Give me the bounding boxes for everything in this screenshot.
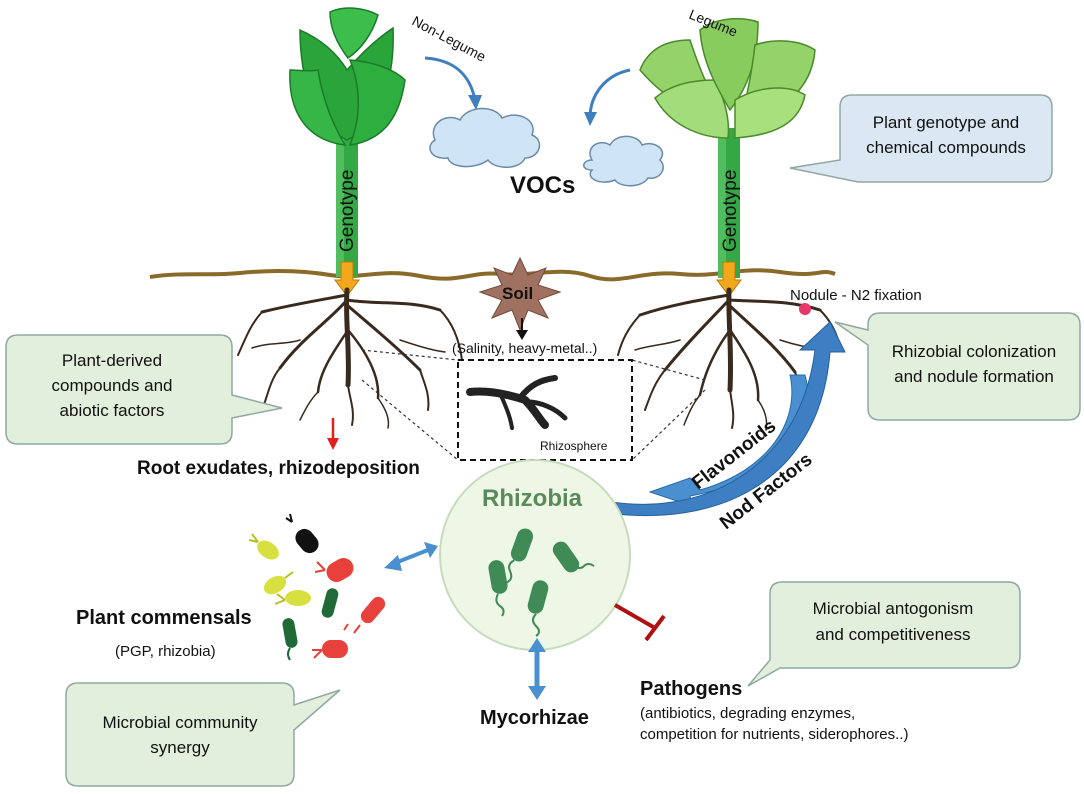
- commensals-rhizobia-arrow: [384, 542, 438, 571]
- callout-microbial-antagonism: Microbial antogonism and competitiveness: [747, 581, 1021, 687]
- soil-factors-label: (Salinity, heavy-metal..): [452, 340, 597, 356]
- callout-community-synergy: Microbial community synergy: [65, 682, 341, 787]
- nodule-dot: [799, 303, 811, 315]
- left-roots: [237, 287, 463, 429]
- voc-cloud-right: [583, 135, 664, 187]
- commensal-bacteria: [248, 513, 386, 661]
- callout-colonization-line1: Rhizobial colonization: [892, 342, 1056, 361]
- voc-cloud-left: [429, 107, 541, 168]
- callout-plant-genotype-line2: chemical compounds: [866, 138, 1026, 157]
- nod-factors-arrow: [599, 321, 846, 516]
- rhizosphere-root-image: [466, 375, 568, 430]
- legume-plant: Genotype: [639, 17, 816, 297]
- callout-rhizobial-colonization: Rhizobial colonization and nodule format…: [834, 312, 1081, 421]
- left-leaf-right: [348, 59, 406, 146]
- root-exudates-label: Root exudates, rhizodeposition: [137, 458, 420, 479]
- nodule-label: Nodule - N2 fixation: [790, 287, 922, 304]
- callout-colonization-line2: and nodule formation: [894, 367, 1054, 386]
- non-legume-label: Non-Legume: [410, 13, 489, 65]
- callout-plant-derived: Plant-derived compounds and abiotic fact…: [5, 334, 283, 445]
- callout-synergy-line1: Microbial community: [103, 713, 258, 732]
- non-legume-plant: Genotype: [289, 7, 406, 297]
- pathogens-sub-2: competition for nutrients, siderophores.…: [640, 726, 908, 743]
- genotype-arrow-left: [334, 261, 360, 297]
- left-leaf-left: [289, 69, 347, 146]
- rhizobia-mycorhizae-arrow: [528, 638, 546, 700]
- left-leaf-top: [329, 7, 379, 60]
- vocs-label: VOCs: [510, 172, 575, 199]
- right-leaf-top: [699, 17, 759, 112]
- right-leaf-front: [734, 87, 806, 139]
- callout-plant-derived-line3: abiotic factors: [60, 401, 165, 420]
- genotype-arrow-right: [716, 261, 742, 297]
- callout-antagonism-line2: and competitiveness: [816, 625, 971, 644]
- rhizobia-label: Rhizobia: [482, 485, 583, 512]
- plant-commensals-label: Plant commensals: [76, 607, 252, 629]
- pathogens-label: Pathogens: [640, 678, 742, 700]
- right-roots: [617, 287, 839, 431]
- callout-antagonism-line1: Microbial antogonism: [813, 599, 974, 618]
- right-leaf-mid: [654, 79, 730, 139]
- callout-plant-derived-line1: Plant-derived: [62, 351, 162, 370]
- pathogen-inhibition-arrow: [614, 603, 666, 642]
- callout-synergy-line2: synergy: [150, 738, 210, 757]
- left-voc-arrow: [424, 56, 477, 101]
- soil-label: Soil: [502, 284, 533, 303]
- pathogens-sub-1: (antibiotics, degrading enzymes,: [640, 705, 855, 722]
- mycorhizae-label: Mycorhizae: [480, 707, 589, 729]
- callout-plant-genotype-line1: Plant genotype and: [873, 113, 1020, 132]
- callout-plant-derived-line2: compounds and: [52, 376, 173, 395]
- genotype-label-left: Genotype: [337, 170, 358, 252]
- plant-commensals-sub: (PGP, rhizobia): [115, 643, 216, 660]
- rhizosphere-label: Rhizosphere: [540, 439, 608, 453]
- genotype-label-right: Genotype: [720, 170, 741, 252]
- rhizobia-bacteria: [488, 528, 595, 637]
- right-voc-arrow: [588, 68, 631, 119]
- callout-plant-genotype: Plant genotype and chemical compounds: [789, 94, 1053, 183]
